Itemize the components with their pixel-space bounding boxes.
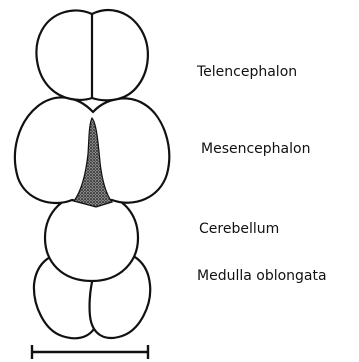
mesencephalon-shape — [15, 97, 169, 207]
scale-bar — [31, 345, 149, 359]
label-telencephalon: Telencephalon — [196, 64, 297, 80]
label-medulla-oblongata: Medulla oblongata — [197, 268, 327, 284]
telencephalon-shape — [36, 10, 147, 100]
label-cerebellum: Cerebellum — [199, 221, 279, 237]
label-mesencephalon: Mesencephalon — [201, 141, 310, 157]
